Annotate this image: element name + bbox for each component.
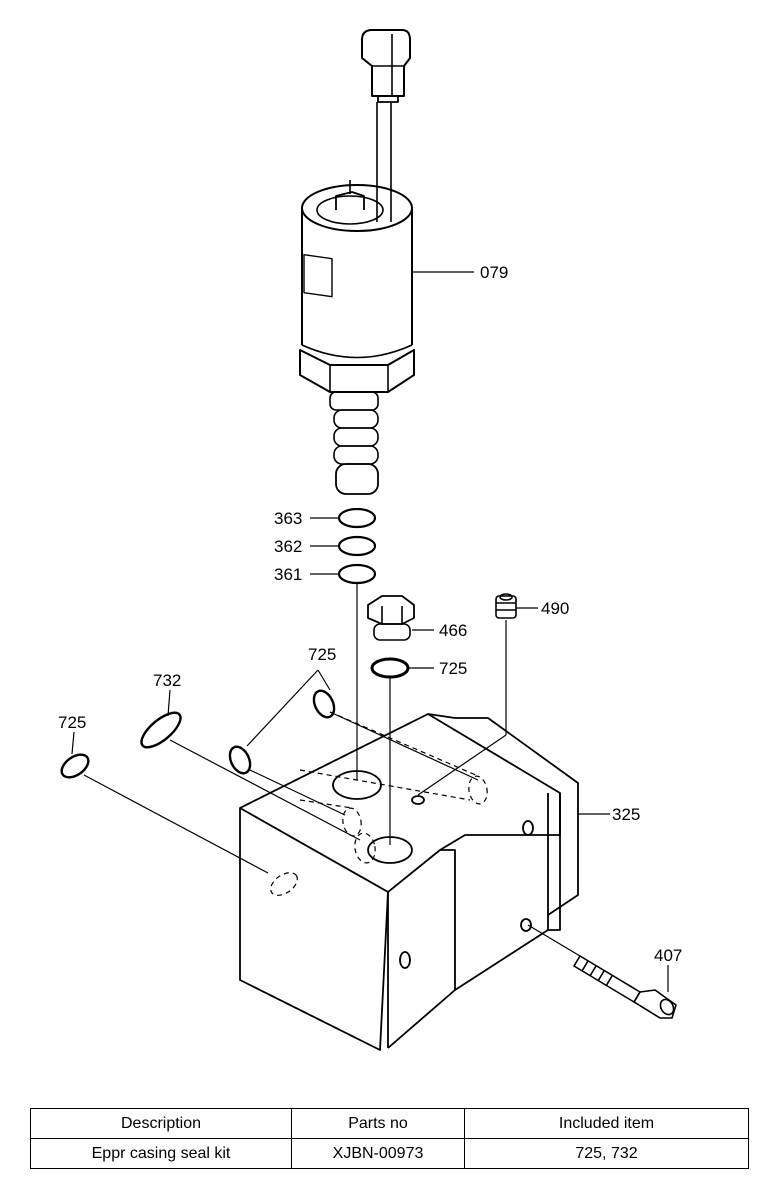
cell-included-item: 725, 732 bbox=[464, 1138, 749, 1169]
callout-725-left: 725 bbox=[58, 713, 86, 732]
exploded-parts-diagram: 079 363 362 361 466 490 725 725 732 725 … bbox=[58, 29, 682, 1051]
callout-361: 361 bbox=[274, 565, 302, 584]
callout-725-mid: 725 bbox=[439, 659, 467, 678]
callout-732: 732 bbox=[153, 671, 181, 690]
callout-490: 490 bbox=[541, 599, 569, 618]
plug-part bbox=[367, 595, 434, 641]
callout-079: 079 bbox=[480, 263, 508, 282]
o-ring-725-upper bbox=[312, 689, 336, 719]
o-ring-725-lower bbox=[228, 745, 252, 775]
callout-325: 325 bbox=[612, 805, 640, 824]
o-ring-stack bbox=[337, 507, 377, 585]
cell-parts-no: XJBN-00973 bbox=[291, 1138, 465, 1169]
o-ring-732 bbox=[140, 711, 182, 749]
casing-block-part bbox=[239, 711, 610, 1051]
callout-725-top: 725 bbox=[308, 645, 336, 664]
callout-466: 466 bbox=[439, 621, 467, 640]
o-ring-725-left bbox=[60, 753, 90, 779]
seal-kit-table: Description Parts no Included item Eppr … bbox=[30, 1108, 749, 1169]
header-included-item: Included item bbox=[464, 1108, 749, 1139]
table-row: Eppr casing seal kit XJBN-00973 725, 732 bbox=[30, 1138, 749, 1169]
set-screw-part bbox=[417, 593, 538, 796]
o-ring-725-center bbox=[370, 657, 410, 679]
header-parts-no: Parts no bbox=[291, 1108, 465, 1139]
solenoid-valve-part bbox=[299, 29, 474, 495]
header-description: Description bbox=[30, 1108, 292, 1139]
cell-description: Eppr casing seal kit bbox=[30, 1138, 292, 1169]
callout-407: 407 bbox=[654, 946, 682, 965]
bolt-part bbox=[527, 924, 677, 1019]
callout-363: 363 bbox=[274, 509, 302, 528]
callout-362: 362 bbox=[274, 537, 302, 556]
table-header-row: Description Parts no Included item bbox=[30, 1108, 749, 1139]
